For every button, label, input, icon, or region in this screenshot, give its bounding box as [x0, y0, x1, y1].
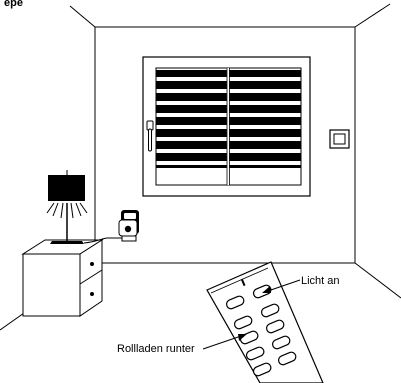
- light-switch-icon: [330, 130, 349, 148]
- plug-button: [125, 226, 131, 232]
- ceiling-left-edge: [70, 6, 95, 27]
- cabinet-side: [80, 240, 102, 316]
- ceiling-right-edge: [355, 4, 390, 27]
- cabinet: [23, 240, 102, 316]
- window: [143, 57, 310, 196]
- corner-text: epè: [4, 0, 23, 9]
- label-light-on: Licht an: [301, 275, 340, 287]
- lamp-shade: [48, 175, 85, 201]
- lamp-icon: [47, 170, 87, 244]
- knob-upper: [91, 263, 94, 266]
- label-blinds-down: Rollladen runter: [117, 343, 195, 355]
- plug-window: [124, 213, 136, 219]
- lamp-base: [50, 241, 84, 244]
- floor-right-edge: [355, 263, 401, 298]
- smart-plug-icon: [119, 210, 139, 241]
- knob-lower: [91, 293, 94, 296]
- cabinet-front: [23, 254, 80, 316]
